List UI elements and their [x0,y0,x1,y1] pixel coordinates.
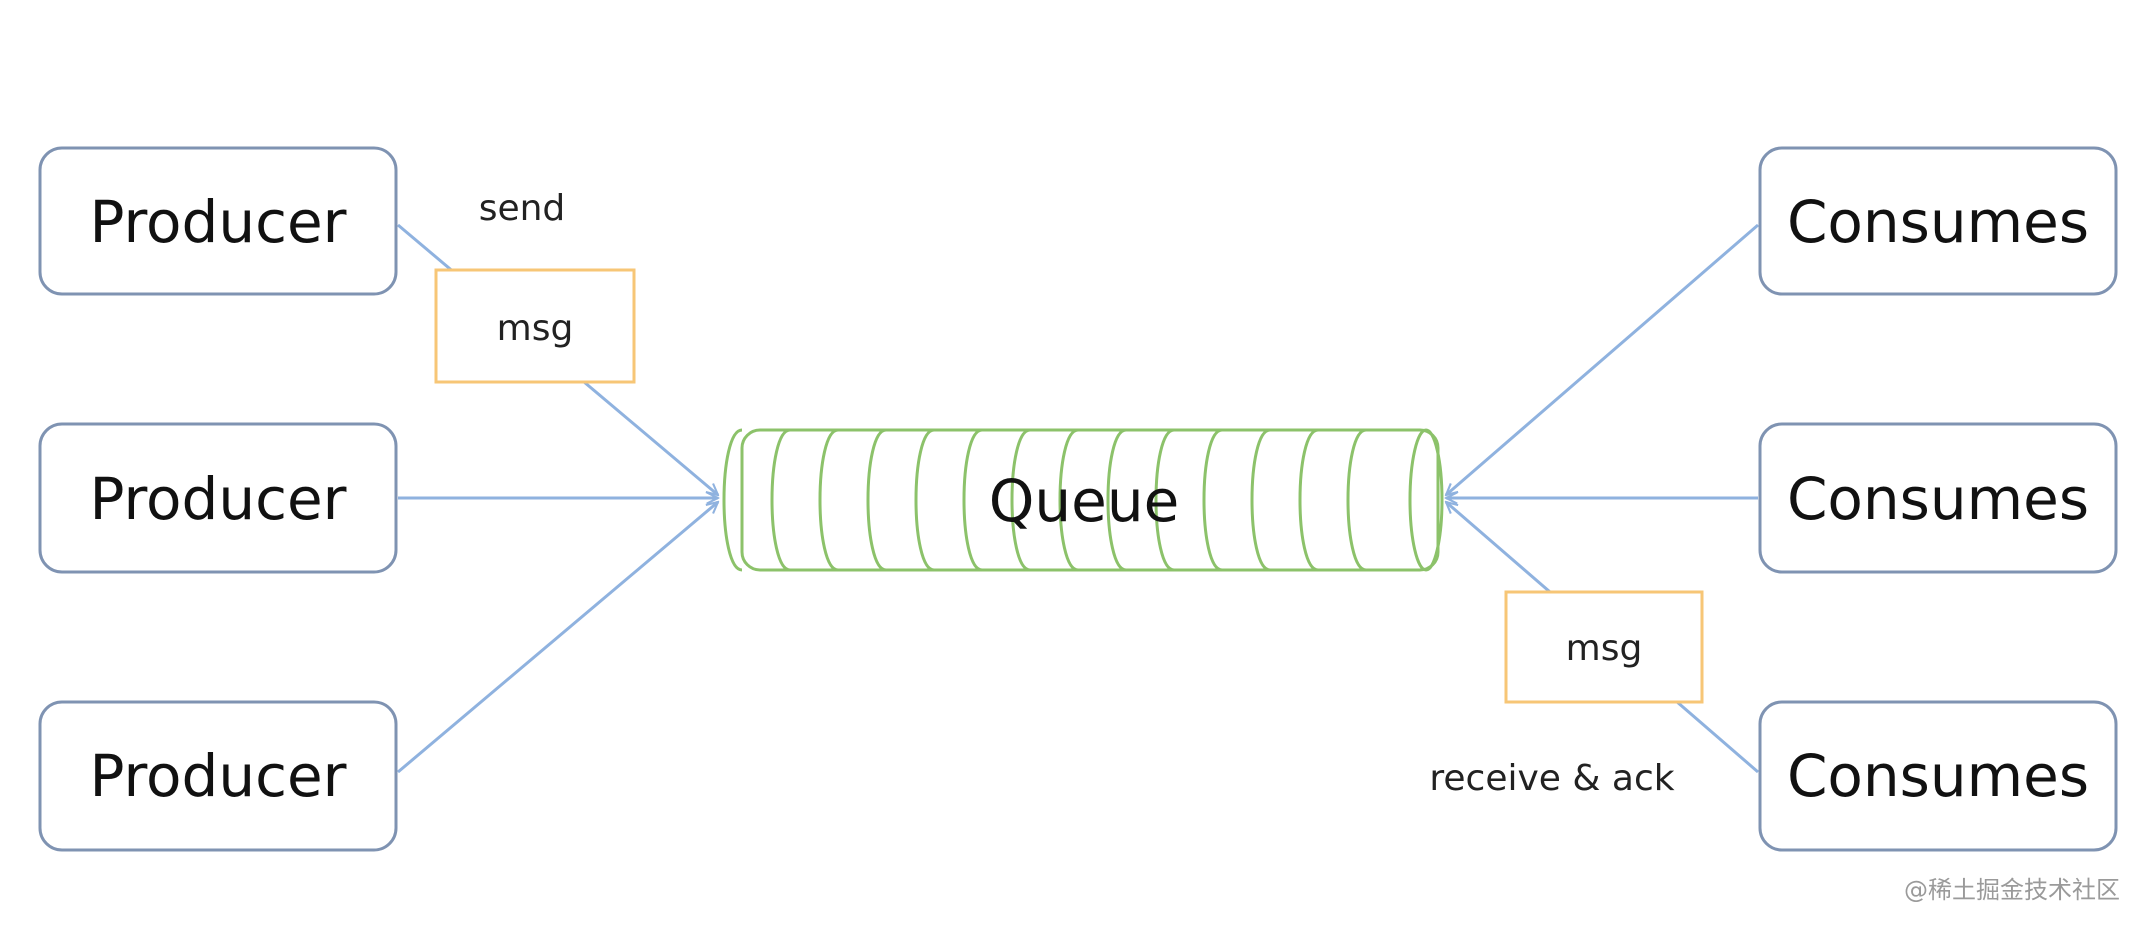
queue-segment [1346,428,1367,572]
queue-segment [1010,428,1031,572]
consumer-node-1: Consumes [1758,146,2118,296]
queue-segment [1106,428,1127,572]
queue-end-cap [1408,428,1444,572]
producer-label: Producer [89,465,346,533]
queue-label: Queue [989,467,1180,535]
producer-node-1: Producer [38,146,398,296]
receive-msg-label: msg [1566,628,1643,669]
receive-msg-box: msg [1504,590,1704,704]
queue-segment [818,428,839,572]
send-label: send [479,188,566,229]
arrow-producer-3-to-queue [397,502,718,774]
consumer-label: Consumes [1787,188,2089,256]
queue-body [740,428,1440,572]
queue-segment [914,428,935,572]
queue-segment [1250,428,1271,572]
arrow-consumer-1-to-queue [1446,223,1759,495]
queue-segment [1058,428,1079,572]
consumer-label: Consumes [1787,465,2089,533]
send-msg-box: msg [434,268,636,384]
producer-label: Producer [89,188,346,256]
consumer-node-3: Consumes [1758,700,2118,852]
receive-ack-label: receive & ack [1429,758,1674,799]
queue-segment [770,428,791,572]
producer-node-2: Producer [38,422,398,574]
producer-label: Producer [89,742,346,810]
queue-segment [1202,428,1223,572]
queue-segment [1154,428,1175,572]
queue-segment [962,428,983,572]
queue-cylinder: Queue [722,428,1444,572]
queue-segment [722,428,743,572]
queue-segment [1298,428,1319,572]
send-msg-label: msg [497,308,574,349]
queue-segment [866,428,887,572]
consumer-label: Consumes [1787,742,2089,810]
consumer-node-2: Consumes [1758,422,2118,574]
watermark: @稀土掘金技术社区 [1904,876,2120,904]
producer-node-3: Producer [38,700,398,852]
